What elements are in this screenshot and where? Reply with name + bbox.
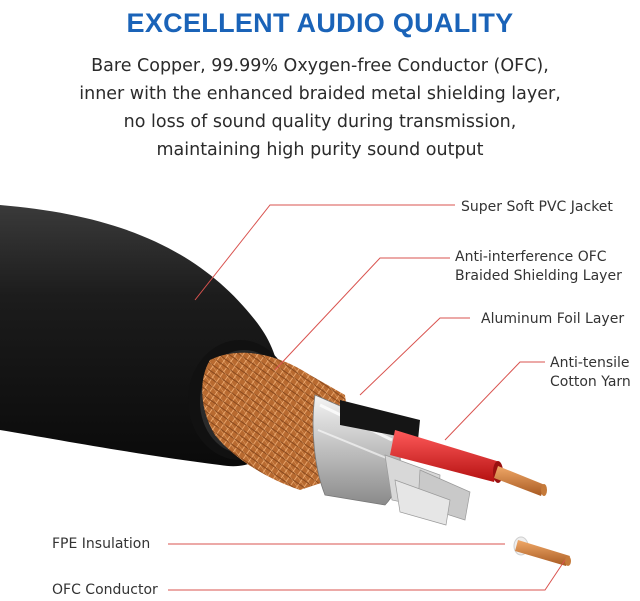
black-wire xyxy=(340,400,420,440)
description: Bare Copper, 99.99% Oxygen-free Conducto… xyxy=(0,52,640,164)
headline: EXCELLENT AUDIO QUALITY xyxy=(126,8,514,38)
label-yarn-line1: Anti-tensile xyxy=(550,355,630,371)
description-line: Bare Copper, 99.99% Oxygen-free Conducto… xyxy=(91,56,549,76)
label-shielding-line2: Braided Shielding Layer xyxy=(455,268,622,284)
description-line: maintaining high purity sound output xyxy=(156,140,484,160)
copper-wire-end xyxy=(494,466,545,496)
description-line: no loss of sound quality during transmis… xyxy=(123,112,517,132)
label-yarn-line2: Cotton Yarn xyxy=(550,374,631,390)
silver-strands xyxy=(384,454,471,526)
leader-lines xyxy=(168,204,566,591)
red-wire xyxy=(390,430,500,482)
ofc-conductor-sample xyxy=(515,540,570,566)
label-foil: Aluminum Foil Layer xyxy=(481,311,625,327)
label-pvc-jacket: Super Soft PVC Jacket xyxy=(461,199,613,215)
label-conductor: OFC Conductor xyxy=(52,582,158,598)
label-fpe: FPE Insulation xyxy=(52,536,151,552)
label-shielding-line1: Anti-interference OFC xyxy=(455,249,607,265)
description-line: inner with the enhanced braided metal sh… xyxy=(79,84,561,104)
